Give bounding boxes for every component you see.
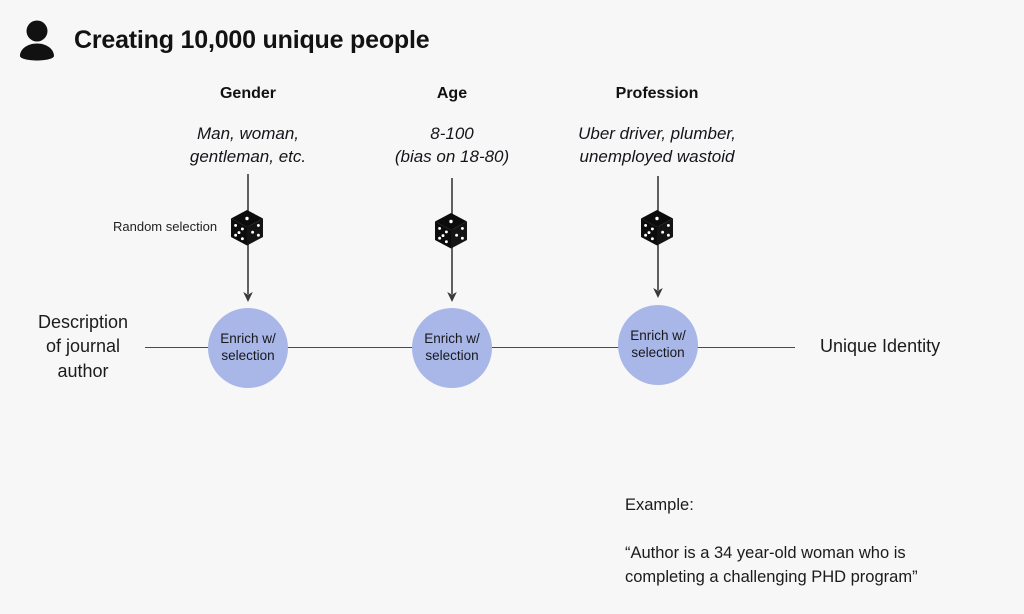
node-label-age: Enrich w/ selection bbox=[424, 331, 480, 363]
pipeline-end-label: Unique Identity bbox=[820, 336, 941, 356]
node-enrich-gender[interactable]: Enrich w/ selection bbox=[208, 308, 288, 388]
column-description-profession: Uber driver, plumber, unemployed wastoid bbox=[578, 124, 736, 167]
column-age: Age 8-100 (bias on 18-80) bbox=[322, 84, 582, 169]
node-label-profession: Enrich w/ selection bbox=[630, 328, 686, 360]
column-header-gender: Gender bbox=[219, 85, 276, 102]
column-gender: Gender Man, woman, gentleman, etc. bbox=[118, 84, 378, 169]
column-profession: Profession Uber driver, plumber, unemplo… bbox=[527, 84, 787, 169]
column-description-age: 8-100 (bias on 18-80) bbox=[394, 124, 510, 167]
dice-icon-age bbox=[435, 213, 467, 249]
slide-canvas: Creating 10,000 unique people Gender Man… bbox=[16, 18, 941, 586]
example-block: Example: “Author is a 34 year-old woman … bbox=[625, 470, 918, 614]
random-selection-label: Random selection bbox=[113, 219, 218, 234]
page-title-row: Creating 10,000 unique people bbox=[16, 18, 430, 62]
column-header-profession: Profession bbox=[615, 85, 699, 102]
column-description-gender: Man, woman, gentleman, etc. bbox=[189, 124, 307, 167]
example-label: Example: bbox=[625, 495, 694, 514]
example-quote: “Author is a 34 year-old woman who is co… bbox=[625, 543, 918, 586]
node-enrich-age[interactable]: Enrich w/ selection bbox=[412, 308, 492, 388]
dice-icon-gender bbox=[231, 210, 263, 246]
person-icon bbox=[20, 20, 54, 61]
node-label-gender: Enrich w/ selection bbox=[220, 331, 276, 363]
node-enrich-profession[interactable]: Enrich w/ selection bbox=[618, 305, 698, 385]
pipeline-start-label: Description of journal author bbox=[37, 312, 129, 381]
dice-icon-profession bbox=[641, 210, 673, 246]
column-header-age: Age bbox=[436, 85, 468, 102]
page-title: Creating 10,000 unique people bbox=[74, 25, 430, 54]
